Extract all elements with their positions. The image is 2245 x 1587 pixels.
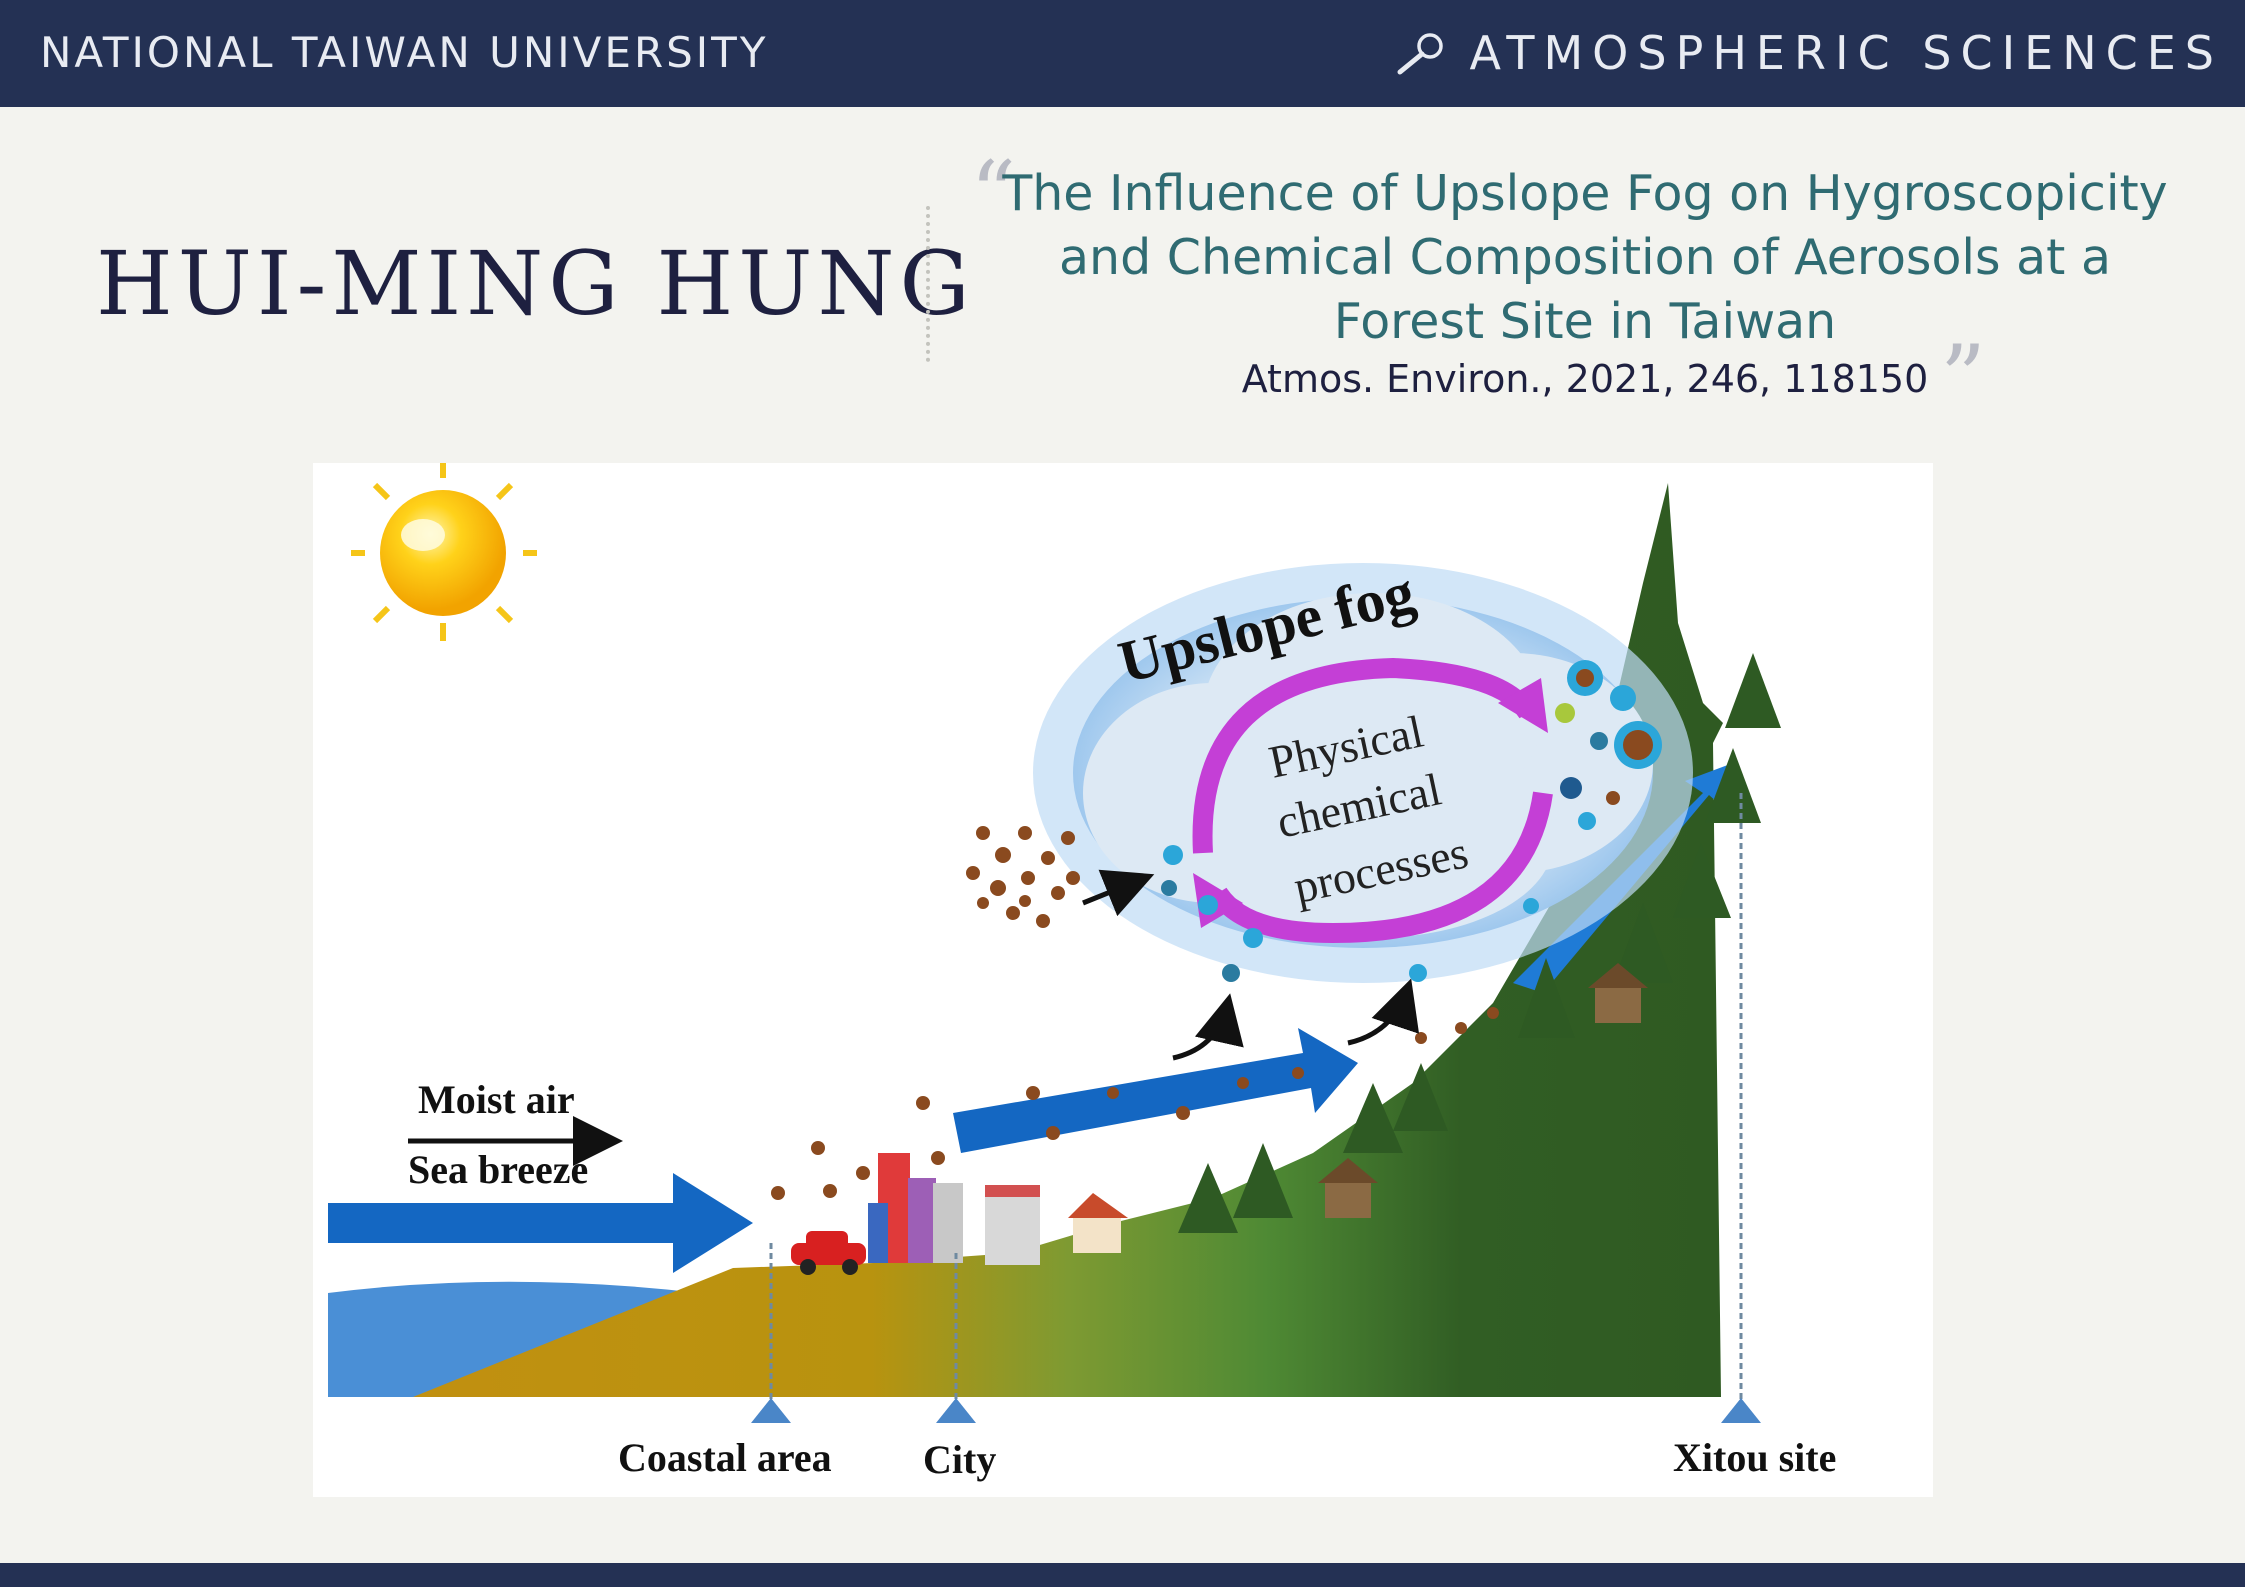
divider bbox=[926, 206, 930, 362]
university-name: NATIONAL TAIWAN UNIVERSITY bbox=[40, 28, 769, 77]
close-quote-icon: ” bbox=[1940, 326, 1987, 431]
author-name: HUI-MING HUNG bbox=[96, 232, 975, 335]
city-label: City bbox=[923, 1437, 996, 1482]
figure-illustration: Moist air Sea breeze Upslope fog Physica… bbox=[328, 463, 1836, 1482]
xitou-site-label: Xitou site bbox=[1673, 1435, 1836, 1480]
paper-title: The Influence of Upslope Fog on Hygrosco… bbox=[1002, 165, 2168, 350]
coastal-area-label: Coastal area bbox=[618, 1435, 832, 1480]
fog-droplets bbox=[1161, 660, 1662, 982]
sea-breeze-arrow bbox=[328, 1173, 753, 1273]
car-icon bbox=[791, 1231, 866, 1275]
trees bbox=[1178, 653, 1781, 1233]
city-buildings bbox=[868, 1153, 1128, 1265]
moist-air-label: Moist air bbox=[418, 1077, 575, 1122]
sun-icon bbox=[351, 463, 537, 641]
upslope-fog-figure: Moist air Sea breeze Upslope fog Physica… bbox=[313, 463, 1933, 1497]
paper-citation: Atmos. Environ., 2021, 246, 118150 bbox=[1241, 357, 1929, 401]
department-label: ATMOSPHERIC SCIENCES bbox=[1469, 26, 2223, 80]
aerosol-particles bbox=[771, 826, 1499, 1200]
sea-breeze-label: Sea breeze bbox=[408, 1147, 588, 1192]
site-markers bbox=[751, 793, 1761, 1423]
footer-bar bbox=[0, 1563, 2245, 1587]
rising-air-arrow bbox=[953, 1028, 1358, 1153]
header-bar: NATIONAL TAIWAN UNIVERSITY ATMOSPHERIC S… bbox=[0, 0, 2245, 107]
department-name: ATMOSPHERIC SCIENCES bbox=[1396, 26, 2224, 80]
open-quote-icon: “ bbox=[970, 142, 1017, 247]
terrain bbox=[413, 483, 1723, 1397]
magnifier-icon bbox=[1397, 33, 1443, 75]
cabins bbox=[1318, 963, 1648, 1218]
